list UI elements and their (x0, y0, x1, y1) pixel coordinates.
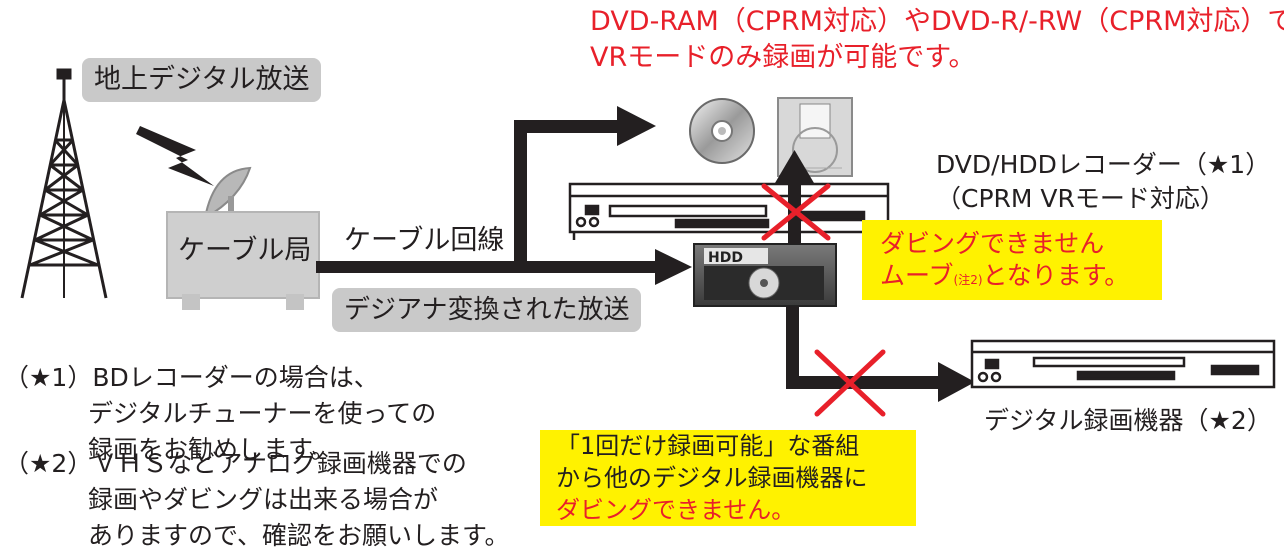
copy-once-line2: から他のデジタル録画機器に (556, 464, 868, 492)
note-2-line1: （★2）ＶＨＳなどアナログ録画機器での (4, 449, 467, 478)
top-note: DVD-RAM（CPRM対応）やDVD-R/-RW（CPRM対応）で VRモード… (590, 4, 1284, 76)
cable-arrow (316, 106, 692, 285)
no-dubbing-move-box: ダビングできません ムーブ(注2)となります。 (862, 220, 1162, 300)
hdd-to-digital-arrow (786, 306, 975, 402)
cross-icon (761, 183, 831, 241)
dish-icon (203, 166, 252, 220)
no-dubbing-line1: ダビングできません (880, 229, 1105, 258)
cable-line-label: ケーブル回線 (344, 225, 505, 256)
converted-broadcast-label: デジアナ変換された放送 (332, 288, 642, 332)
disc-icon (689, 98, 755, 164)
note-1-line2: デジタルチューナーを使っての (88, 399, 437, 428)
cable-station-label: ケーブル局 (178, 235, 312, 266)
recorder-title: DVD/HDDレコーダー（★1） (936, 150, 1271, 179)
terrestrial-label: 地上デジタル放送 (82, 58, 322, 102)
top-note-line2: VRモードのみ録画が可能です。 (590, 42, 976, 73)
move-result-text: となります。 (982, 261, 1130, 290)
copy-once-box: 「1回だけ録画可能」な番組 から他のデジタル録画機器に ダビングできません。 (540, 430, 916, 526)
move-line: ムーブ(注2)となります。 (880, 260, 1129, 296)
hdd-label: HDD (708, 250, 743, 266)
recorder-subtitle: （CPRM VRモード対応） (936, 184, 1225, 213)
copy-once-line1: 「1回だけ録画可能」な番組 (556, 432, 860, 460)
dvd-recorder-icon (568, 182, 890, 240)
copy-once-line3: ダビングできません。 (556, 496, 796, 524)
recorder-label: DVD/HDDレコーダー（★1） （CPRM VRモード対応） (936, 148, 1270, 216)
note-2: （★2）ＶＨＳなどアナログ録画機器での 録画やダビングは出来る場合が ありますの… (4, 446, 510, 551)
digital-recorder-label: デジタル録画機器（★2） (984, 406, 1272, 435)
note-1-line1: （★1）BDレコーダーの場合は、 (4, 363, 379, 392)
note2-mark: (注2) (953, 273, 983, 287)
move-text: ムーブ (880, 261, 954, 290)
hdd-icon: HDD (693, 243, 837, 307)
note-2-line2: 録画やダビングは出来る場合が (88, 485, 439, 514)
lightning-icon (136, 126, 214, 186)
top-note-line1: DVD-RAM（CPRM対応）やDVD-R/-RW（CPRM対応）で (590, 6, 1284, 37)
cross-icon (814, 349, 886, 417)
note-1-line3: 録画をお勧めします。 (88, 435, 336, 464)
note-1: （★1）BDレコーダーの場合は、 デジタルチューナーを使っての 録画をお勧めしま… (4, 360, 436, 468)
digital-recorder-icon (970, 339, 1276, 389)
cable-station-building (166, 211, 320, 310)
note-2-line3: ありますので、確認をお願いします。 (88, 521, 510, 550)
tower-icon (20, 68, 108, 299)
